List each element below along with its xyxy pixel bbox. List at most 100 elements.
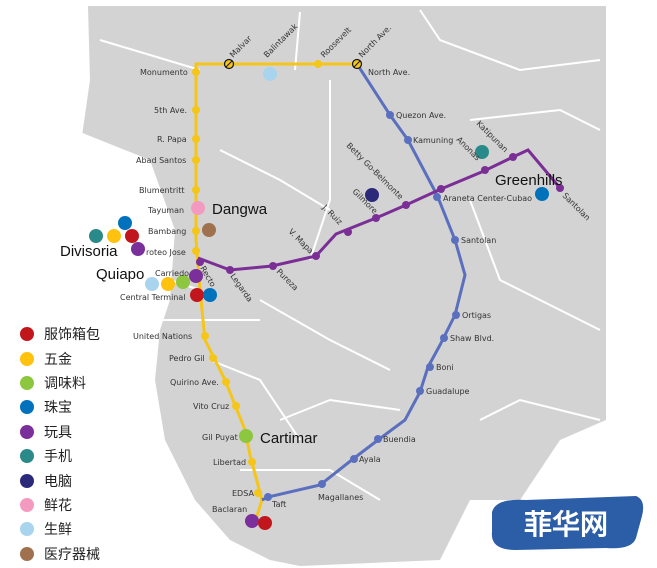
station-cubao-purple[interactable]	[437, 185, 445, 193]
station-katipunan[interactable]	[509, 153, 517, 161]
legend-swatch	[20, 327, 34, 342]
station-buendia[interactable]	[374, 435, 382, 443]
station-blumentritt[interactable]	[192, 186, 200, 194]
label-araneta-cubao: Araneta Center-Cubao	[443, 194, 532, 203]
label-edsa: EDSA	[232, 489, 254, 498]
station-roosevelt[interactable]	[314, 60, 322, 68]
marker-jewelry-quiapo[interactable]	[203, 288, 217, 302]
marker-toy-quiapo[interactable]	[189, 269, 203, 283]
label-quirino-ave: Quirino Ave.	[170, 378, 219, 387]
station-j-ruiz[interactable]	[344, 228, 352, 236]
purple-stations	[196, 153, 564, 274]
legend-label: 服饰箱包	[44, 327, 100, 344]
marker-fresh-balintawak[interactable]	[263, 67, 277, 81]
legend-item: 服饰箱包	[20, 322, 190, 346]
marker-computer-gilmore[interactable]	[365, 188, 379, 202]
station-quezon-ave[interactable]	[386, 111, 394, 119]
marker-spice-quiapo[interactable]	[176, 275, 190, 289]
label-baclaran: Baclaran	[212, 505, 247, 514]
label-taft: Taft	[271, 500, 286, 509]
label-libertad: Libertad	[213, 458, 246, 467]
station-r-papa[interactable]	[192, 135, 200, 143]
marker-apparel-divisoria[interactable]	[125, 229, 139, 243]
legend-item: 玩具	[20, 420, 190, 444]
station-monumento[interactable]	[192, 68, 200, 76]
legend-swatch	[20, 497, 34, 512]
station-santolan-purple[interactable]	[556, 184, 564, 192]
marker-jewelry-divisoria[interactable]	[118, 216, 132, 230]
place-greenhills: Greenhills	[495, 172, 563, 189]
station-abad-santos[interactable]	[192, 156, 200, 164]
label-gil-puyat: Gil Puyat	[202, 433, 238, 442]
station-pureza[interactable]	[269, 262, 277, 270]
station-quirino-ave[interactable]	[222, 378, 230, 386]
station-bambang[interactable]	[192, 227, 200, 235]
marker-hardware-quiapo[interactable]	[161, 277, 175, 291]
legend-swatch	[20, 375, 34, 390]
marker-jewelry-greenhills[interactable]	[535, 187, 549, 201]
legend-item: 五金	[20, 346, 190, 370]
marker-flower-dangwa[interactable]	[191, 201, 205, 215]
station-vito-cruz[interactable]	[232, 402, 240, 410]
legend-swatch	[20, 351, 34, 366]
label-carriedo: Carriedo	[155, 269, 189, 278]
marker-medical-dangwa[interactable]	[202, 223, 216, 237]
label-monumento: Monumento	[140, 68, 188, 77]
marker-hardware-divisoria[interactable]	[107, 229, 121, 243]
marker-phone-divisoria[interactable]	[89, 229, 103, 243]
label-shaw-blvd: Shaw Blvd.	[450, 334, 494, 343]
station-recto[interactable]	[196, 258, 204, 266]
station-kamuning[interactable]	[404, 136, 412, 144]
marker-fresh-quiapo[interactable]	[145, 277, 159, 291]
station-united-nations[interactable]	[201, 332, 209, 340]
station-5th-ave[interactable]	[192, 106, 200, 114]
legend-item: 手机	[20, 444, 190, 468]
station-guadalupe[interactable]	[416, 387, 424, 395]
station-taft[interactable]	[264, 493, 272, 501]
legend-item: 生鲜	[20, 517, 190, 541]
site-logo: 菲华网	[491, 496, 644, 550]
label-vito-cruz: Vito Cruz	[193, 402, 229, 411]
station-v-mapa[interactable]	[312, 252, 320, 260]
legend-label: 玩具	[44, 424, 72, 441]
yellow-stations	[192, 60, 322, 497]
label-santolan-blue: Santolan	[461, 236, 496, 245]
legend-swatch	[20, 522, 34, 537]
legend-swatch	[20, 546, 34, 561]
legend-swatch	[20, 449, 34, 464]
station-ayala[interactable]	[350, 455, 358, 463]
marker-toy-divisoria[interactable]	[131, 242, 145, 256]
station-ortigas[interactable]	[452, 311, 460, 319]
station-libertad[interactable]	[248, 458, 256, 466]
legend-label: 鲜花	[44, 497, 72, 514]
roads	[99, 9, 601, 501]
station-legarda[interactable]	[226, 266, 234, 274]
marker-spice-cartimar[interactable]	[239, 429, 253, 443]
legend-label: 调味料	[44, 375, 86, 392]
station-shaw-blvd[interactable]	[440, 334, 448, 342]
station-pedro-gil[interactable]	[209, 354, 217, 362]
station-anonas[interactable]	[481, 166, 489, 174]
station-boni[interactable]	[426, 363, 434, 371]
logo-brush-shape	[491, 496, 644, 550]
station-santolan-blue[interactable]	[451, 236, 459, 244]
blue-line	[261, 63, 467, 502]
station-edsa[interactable]	[254, 489, 262, 497]
station-magallanes[interactable]	[318, 480, 326, 488]
legend-item: 调味料	[20, 371, 190, 395]
station-cubao-blue[interactable]	[433, 193, 441, 201]
logo-text: 菲华网	[524, 508, 608, 541]
station-betty-go[interactable]	[402, 201, 410, 209]
legend-item: 鲜花	[20, 493, 190, 517]
marker-apparel-baclaran[interactable]	[258, 516, 272, 530]
market-markers	[89, 67, 549, 530]
station-d-jose[interactable]	[192, 247, 200, 255]
marker-apparel-quiapo[interactable]	[190, 288, 204, 302]
legend-label: 医疗器械	[44, 546, 100, 563]
north-stations	[223, 58, 363, 70]
station-gilmore[interactable]	[372, 214, 380, 222]
marker-toy-baclaran[interactable]	[245, 514, 259, 528]
yellow-station-labels: Monumento 5th Ave. R. Papa Abad Santos B…	[120, 68, 254, 514]
place-dangwa: Dangwa	[212, 201, 268, 218]
marker-phone-anonas[interactable]	[475, 145, 489, 159]
